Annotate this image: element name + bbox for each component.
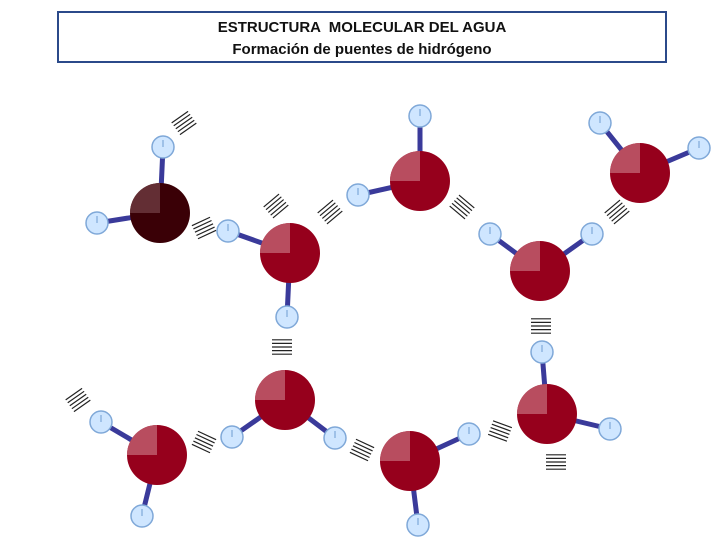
oxygen-atom-icon: [130, 183, 190, 243]
hydrogen-bond-icon: [191, 430, 217, 454]
hydrogen-atom-icon: [216, 219, 240, 243]
hydrogen-atom-icon: [530, 340, 554, 364]
hydrogen-atom-icon: [151, 135, 175, 159]
oxygen-atom-icon: [390, 151, 450, 211]
title-box: ESTRUCTURA MOLECULAR DEL AGUA Formación …: [57, 11, 667, 63]
hydrogen-bond-icon: [263, 193, 289, 219]
hydrogen-bond-icon: [546, 454, 566, 470]
hydrogen-bond-icon: [604, 199, 630, 225]
hydrogen-atom-icon: [346, 183, 370, 207]
hydrogen-atom-icon: [598, 417, 622, 441]
hydrogen-bonds: [65, 110, 630, 470]
hydrogen-atom-icon: [580, 222, 604, 246]
hydrogen-bond-icon: [449, 194, 475, 220]
hydrogen-atom-icon: [130, 504, 154, 528]
hydrogen-bond-icon: [487, 420, 513, 442]
hydrogen-bond-icon: [191, 216, 217, 240]
hydrogen-bond-icon: [272, 339, 292, 355]
hydrogen-bond-icon: [65, 387, 91, 413]
hydrogen-atom-icon: [478, 222, 502, 246]
oxygen-atom-icon: [127, 425, 187, 485]
hydrogen-atom-icon: [220, 425, 244, 449]
diagram-subtitle: Formación de puentes de hidrógeno: [232, 41, 492, 58]
oxygen-atom-icon: [510, 241, 570, 301]
hydrogen-atom-icon: [588, 111, 612, 135]
hydrogen-atoms: [85, 104, 711, 537]
oxygen-atom-icon: [260, 223, 320, 283]
hydrogen-atom-icon: [323, 426, 347, 450]
hydrogen-bond-icon: [531, 318, 551, 334]
hydrogen-atom-icon: [85, 211, 109, 235]
hydrogen-atom-icon: [406, 513, 430, 537]
oxygen-atom-icon: [610, 143, 670, 203]
oxygen-atom-icon: [517, 384, 577, 444]
hydrogen-atom-icon: [687, 136, 711, 160]
oxygen-atoms: [127, 143, 670, 491]
hydrogen-bond-icon: [317, 199, 343, 225]
hydrogen-bond-icon: [349, 438, 375, 462]
oxygen-atom-icon: [380, 431, 440, 491]
hydrogen-atom-icon: [457, 422, 481, 446]
hydrogen-atom-icon: [89, 410, 113, 434]
hydrogen-bond-icon: [171, 110, 197, 136]
hydrogen-atom-icon: [408, 104, 432, 128]
diagram-title: ESTRUCTURA MOLECULAR DEL AGUA: [217, 19, 507, 36]
oxygen-atom-icon: [255, 370, 315, 430]
hydrogen-atom-icon: [275, 305, 299, 329]
